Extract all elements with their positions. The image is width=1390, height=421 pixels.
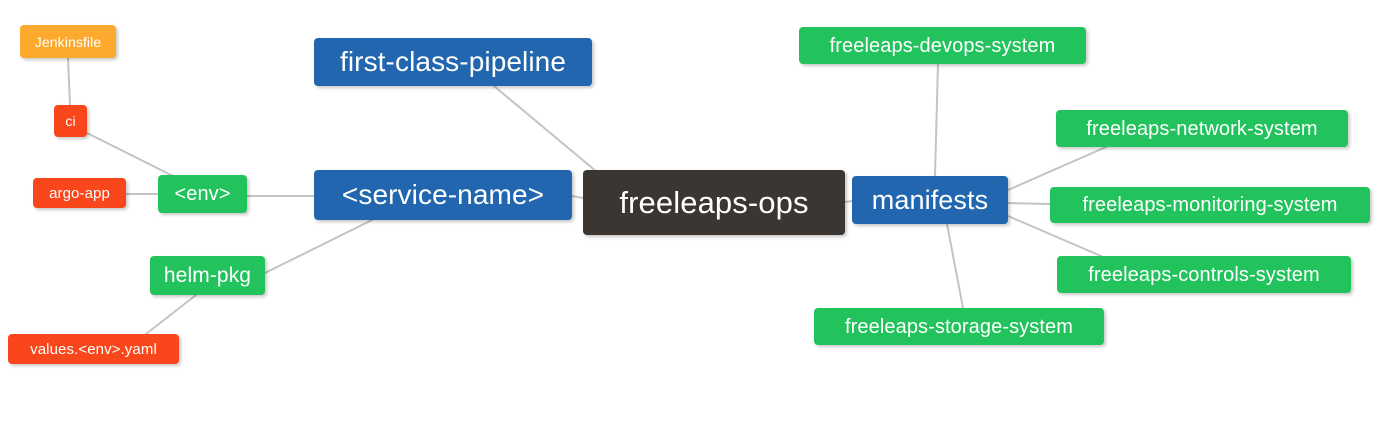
mindmap-node-argo-app[interactable]: argo-app — [33, 178, 126, 208]
edge-helm-pkg-to-service-name — [264, 219, 373, 274]
mindmap-node-label: freeleaps-storage-system — [844, 315, 1074, 338]
mindmap-node-label: freeleaps-devops-system — [829, 34, 1056, 57]
mindmap-node-devops[interactable]: freeleaps-devops-system — [799, 27, 1086, 64]
mindmap-node-storage[interactable]: freeleaps-storage-system — [814, 308, 1104, 345]
mindmap-node-service-name[interactable]: <service-name> — [314, 170, 572, 220]
mindmap-node-label: Jenkinsfile — [34, 33, 102, 50]
mindmap-node-jenkinsfile[interactable]: Jenkinsfile — [20, 25, 116, 58]
edge-values-yaml-to-helm-pkg — [145, 294, 197, 335]
mindmap-node-label: values.<env>.yaml — [30, 340, 157, 358]
mindmap-node-label: ci — [65, 113, 76, 129]
mindmap-node-env[interactable]: <env> — [158, 175, 247, 213]
edge-manifests-to-monitoring — [1007, 202, 1051, 205]
edge-ci-to-env — [86, 132, 176, 178]
mindmap-node-label: <service-name> — [341, 179, 545, 210]
edge-first-class-to-freeleaps-ops — [493, 85, 598, 173]
mindmap-node-label: freeleaps-monitoring-system — [1082, 194, 1338, 216]
mindmap-node-label: <env> — [174, 183, 231, 205]
edge-jenkinsfile-to-ci — [67, 57, 71, 106]
edge-freeleaps-ops-to-manifests — [844, 200, 853, 203]
mindmap-node-label: freeleaps-ops — [619, 185, 809, 220]
mindmap-node-network[interactable]: freeleaps-network-system — [1056, 110, 1348, 147]
mindmap-node-label: first-class-pipeline — [339, 46, 567, 77]
edge-manifests-to-devops — [934, 63, 939, 177]
mindmap-node-controls[interactable]: freeleaps-controls-system — [1057, 256, 1351, 293]
mindmap-node-manifests[interactable]: manifests — [852, 176, 1008, 224]
mindmap-node-label: freeleaps-controls-system — [1088, 263, 1320, 286]
edge-manifests-to-storage — [946, 223, 964, 309]
mindmap-node-monitoring[interactable]: freeleaps-monitoring-system — [1050, 187, 1370, 223]
edge-service-name-to-freeleaps-ops — [571, 195, 584, 199]
mindmap-node-values-yaml[interactable]: values.<env>.yaml — [8, 334, 179, 364]
mindmap-node-first-class[interactable]: first-class-pipeline — [314, 38, 592, 86]
mindmap-node-label: argo-app — [49, 184, 110, 202]
mindmap-node-ci[interactable]: ci — [54, 105, 87, 137]
mindmap-node-helm-pkg[interactable]: helm-pkg — [150, 256, 265, 295]
edge-manifests-to-network — [1007, 146, 1107, 191]
mindmap-node-label: helm-pkg — [163, 264, 252, 287]
mindmap-node-freeleaps-ops[interactable]: freeleaps-ops — [583, 170, 845, 235]
mindmap-node-label: freeleaps-network-system — [1086, 117, 1318, 140]
mindmap-node-label: manifests — [871, 184, 989, 215]
